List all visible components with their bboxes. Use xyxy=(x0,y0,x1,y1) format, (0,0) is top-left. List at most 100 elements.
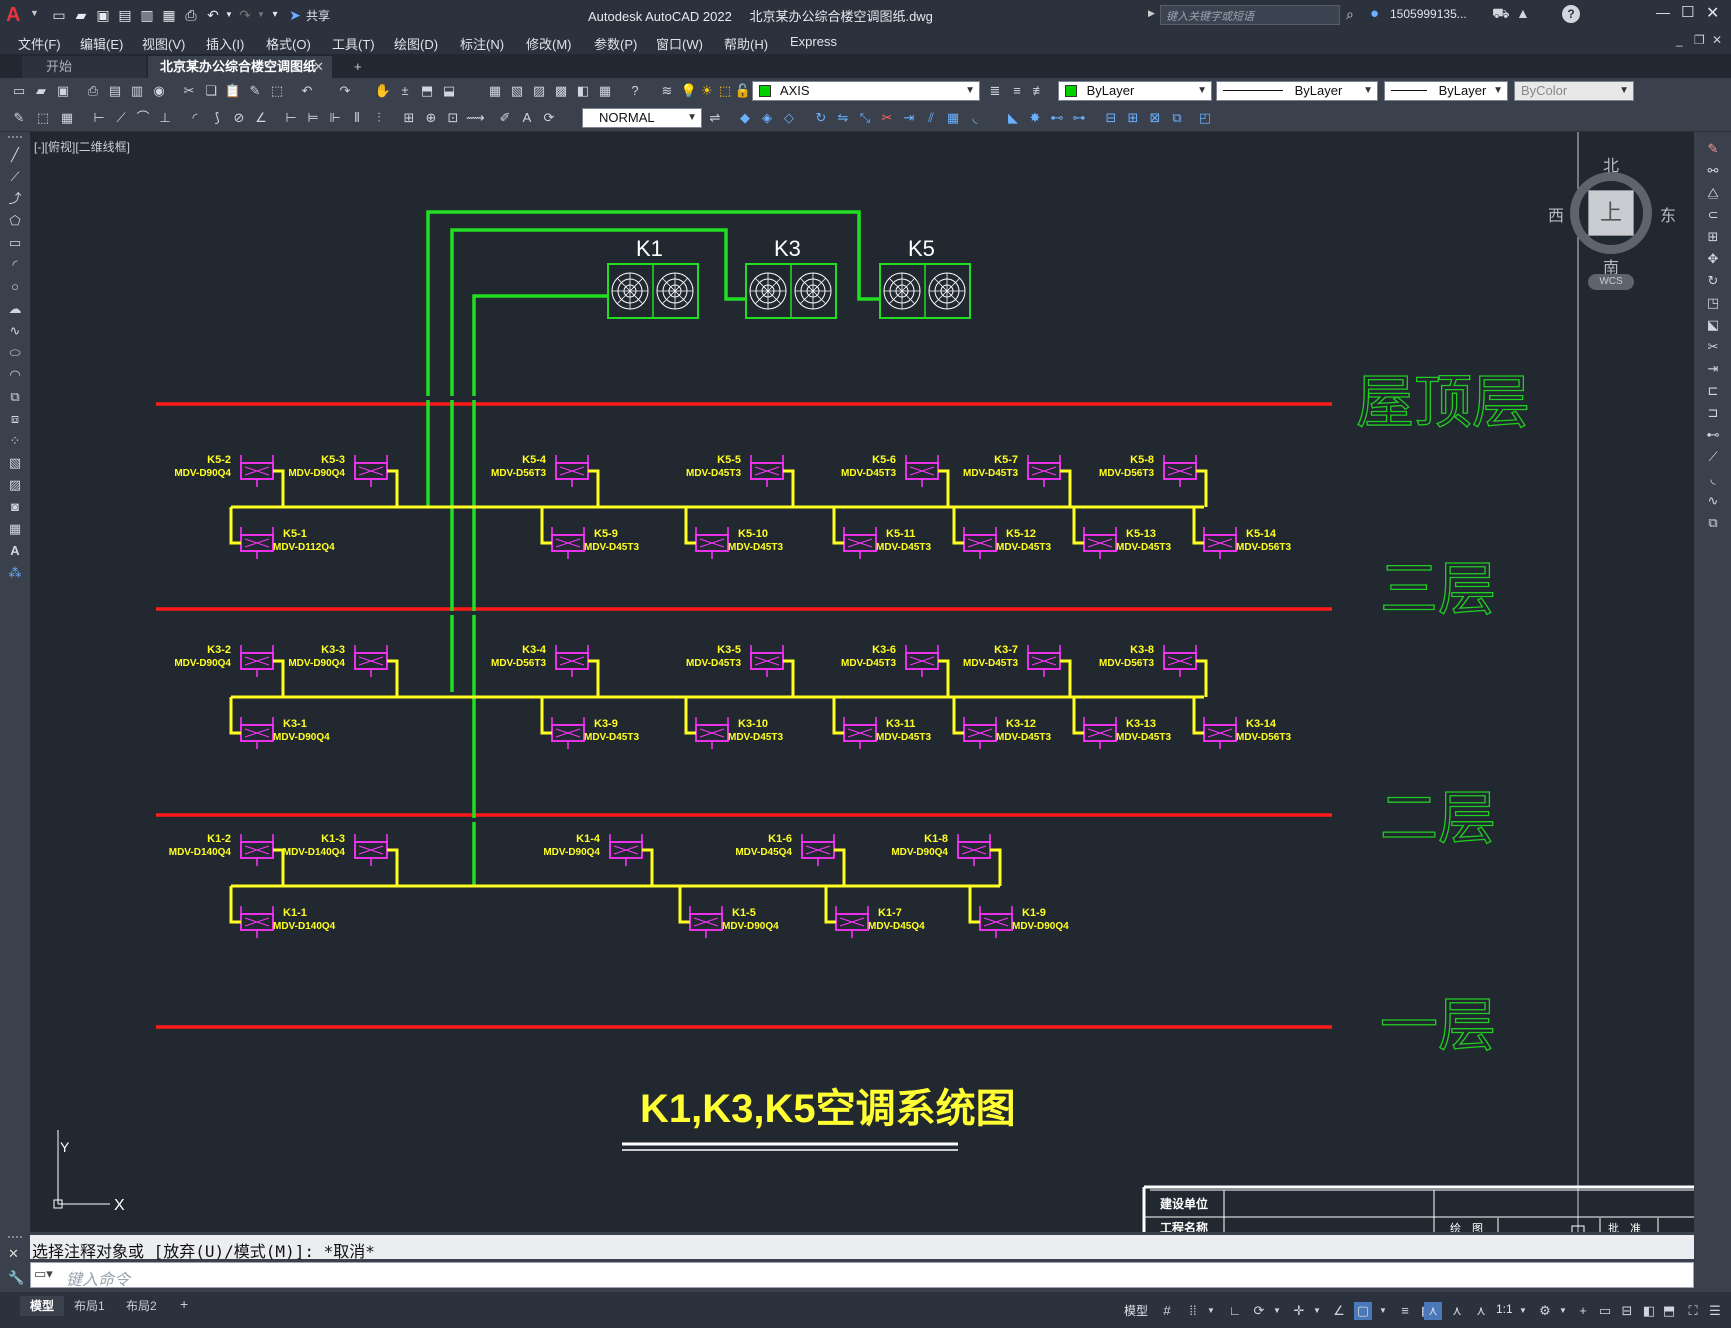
help-tb-icon[interactable]: ? xyxy=(631,83,639,98)
continue-dim-icon[interactable]: ⊩ xyxy=(329,110,341,125)
move-r-icon[interactable]: ✥ xyxy=(1707,251,1719,266)
jogged-linear-icon[interactable]: ⟿ xyxy=(466,110,485,125)
app-menu-chevron-icon[interactable]: ▼ xyxy=(30,8,39,18)
menu-draw[interactable]: 绘图(D) xyxy=(394,37,439,52)
add-layout-button[interactable]: + xyxy=(180,1296,189,1312)
calculator-icon[interactable]: ▦ xyxy=(598,83,612,98)
match-prop-icon[interactable]: ✎ xyxy=(249,83,261,98)
layer-on-icon[interactable]: 💡 xyxy=(680,83,698,98)
menu-parametric[interactable]: 参数(P) xyxy=(594,37,638,52)
workspace-dropdown-icon[interactable]: ▼ xyxy=(1559,1306,1567,1315)
center-mark-icon[interactable]: ⊕ xyxy=(425,110,437,125)
annotation-scale-value[interactable]: 1:1 xyxy=(1496,1302,1513,1316)
redo-tb-icon[interactable]: ↷ xyxy=(339,83,351,98)
annotation-monitor-icon[interactable]: + xyxy=(1579,1303,1587,1318)
break-icon[interactable]: ⊶ xyxy=(1072,110,1086,125)
open-icon[interactable]: ▰ xyxy=(36,83,46,98)
array-icon[interactable]: ▦ xyxy=(946,110,960,125)
autodesk-apps-icon[interactable]: ▲ xyxy=(1516,5,1530,21)
search-input[interactable] xyxy=(1160,5,1340,25)
plot-tb-icon[interactable]: ⎙ xyxy=(87,83,99,98)
expand-search-icon[interactable]: ▶ xyxy=(1148,8,1155,18)
menu-tools[interactable]: 工具(T) xyxy=(332,37,375,52)
sheet-set-icon[interactable]: ▩ xyxy=(554,83,568,98)
stretch-r-icon[interactable]: ⬕ xyxy=(1706,317,1720,332)
mirror-r-icon[interactable]: ⧋ xyxy=(1707,185,1719,200)
isolate-objects-icon[interactable]: ⬒ xyxy=(1662,1303,1676,1318)
autocad-logo-icon[interactable]: A xyxy=(6,4,21,26)
undo-icon[interactable]: ↶ xyxy=(207,7,219,23)
open-web-icon[interactable]: ▥ xyxy=(140,7,154,23)
wcs-menu[interactable]: WCS xyxy=(1588,274,1634,290)
quick-dim-icon[interactable]: ⊢ xyxy=(285,110,297,125)
offset-icon[interactable]: ⫽ xyxy=(928,110,934,125)
mtext-icon[interactable]: A xyxy=(10,543,20,558)
doc-close-button[interactable]: ✕ xyxy=(1712,33,1723,47)
dimstyle-select[interactable]: NORMAL ▼ xyxy=(582,108,702,128)
command-input[interactable] xyxy=(30,1262,1694,1288)
tab-active-drawing[interactable]: 北京某办公综合楼空调图纸* ✕ xyxy=(148,56,332,96)
user-icon[interactable]: ● xyxy=(1370,5,1380,22)
command-recent-icon[interactable]: ▭▾ xyxy=(34,1266,53,1281)
menu-dimension[interactable]: 标注(N) xyxy=(460,37,505,52)
angular-dim-icon[interactable]: ∠ xyxy=(255,110,267,125)
plotstyle-select[interactable]: ByColor ▼ xyxy=(1514,81,1634,101)
jogged-dim-icon[interactable]: ⟆ xyxy=(214,110,220,125)
paste-icon[interactable]: 📋 xyxy=(224,83,242,98)
viewcube-south[interactable]: 南 xyxy=(1603,260,1620,277)
tab-start[interactable]: 开始 xyxy=(22,56,146,78)
snap-icon[interactable]: ⁞⁞ xyxy=(1189,1303,1197,1318)
zoom-realtime-icon[interactable]: ± xyxy=(401,83,409,98)
osnap-dropdown-icon[interactable]: ▼ xyxy=(1379,1306,1387,1315)
scale-icon[interactable]: ⤡ xyxy=(859,110,871,125)
tab-model[interactable]: 模型 xyxy=(20,1296,65,1316)
tool-palettes-icon[interactable]: ▨ xyxy=(532,83,546,98)
viewcube[interactable]: 上 北 南 西 东 xyxy=(1548,152,1676,277)
block-editor-icon[interactable]: ⬚ xyxy=(270,83,284,98)
viewcube-west[interactable]: 西 xyxy=(1548,208,1565,225)
dim-break-icon[interactable]: ⫶ xyxy=(377,110,381,125)
cart-icon[interactable]: ⛟ xyxy=(1492,5,1510,21)
blend-icon[interactable]: ∿ xyxy=(1707,493,1719,508)
ordinate-dim-icon[interactable]: ⊥ xyxy=(159,110,171,125)
model-space-button[interactable]: 模型 xyxy=(1124,1304,1149,1318)
rotate-icon[interactable]: ↻ xyxy=(815,110,827,125)
3d-print-icon[interactable]: ◉ xyxy=(153,83,165,98)
redo-icon[interactable]: ↷ xyxy=(239,7,251,23)
stretch-icon[interactable]: ◇ xyxy=(784,110,794,125)
qnew-icon[interactable]: ▭ xyxy=(12,83,26,98)
lineweight-select[interactable]: ByLayer ▼ xyxy=(1384,81,1508,101)
group-icon[interactable]: ⊞ xyxy=(1127,110,1139,125)
plot-icon[interactable]: ⎙ xyxy=(185,7,197,23)
design-center-icon[interactable]: ▧ xyxy=(510,83,524,98)
chamfer-r-icon[interactable]: ⟋ xyxy=(1708,449,1718,464)
break-r-icon[interactable]: ⊐ xyxy=(1707,405,1719,420)
trim-r-icon[interactable]: ✂ xyxy=(1707,339,1719,354)
workspace-gear-icon[interactable]: ⚙ xyxy=(1539,1303,1551,1318)
fullscreen-icon[interactable]: ⛶ xyxy=(1688,1303,1698,1318)
grid-icon[interactable]: # xyxy=(1163,1303,1171,1318)
open-file-icon[interactable]: ▰ xyxy=(75,7,87,23)
layer-state-icon[interactable]: ≢ xyxy=(1032,83,1046,98)
arc-length-icon[interactable]: ⌒ xyxy=(136,110,150,125)
baseline-dim-icon[interactable]: ⊨ xyxy=(307,110,319,125)
lock-ui-icon[interactable]: ◧ xyxy=(1642,1303,1656,1318)
polar-dropdown-icon[interactable]: ▼ xyxy=(1273,1306,1281,1315)
layer-properties-icon[interactable]: ≋ xyxy=(661,83,673,98)
customize-qa-icon[interactable]: ▾ xyxy=(272,9,278,20)
align-icon[interactable]: ⊟ xyxy=(1105,110,1117,125)
menu-modify[interactable]: 修改(M) xyxy=(526,37,572,52)
viewport-label[interactable]: [-][俯视][二维线框] xyxy=(34,140,131,154)
menu-file[interactable]: 文件(F) xyxy=(18,37,61,52)
user-name[interactable]: 1505999135... xyxy=(1390,7,1467,21)
new-file-icon[interactable]: ▭ xyxy=(52,7,66,23)
menu-window[interactable]: 窗口(W) xyxy=(656,37,703,52)
zoom-window-icon[interactable]: ⬒ xyxy=(420,83,434,98)
copy-icon[interactable]: ❏ xyxy=(205,83,217,98)
extend-icon[interactable]: ⇥ xyxy=(903,110,915,125)
menu-view[interactable]: 视图(V) xyxy=(142,37,186,52)
hatch-icon[interactable]: ▧ xyxy=(8,455,22,470)
share-button[interactable]: 共享 xyxy=(306,9,331,23)
menu-edit[interactable]: 编辑(E) xyxy=(80,37,124,52)
